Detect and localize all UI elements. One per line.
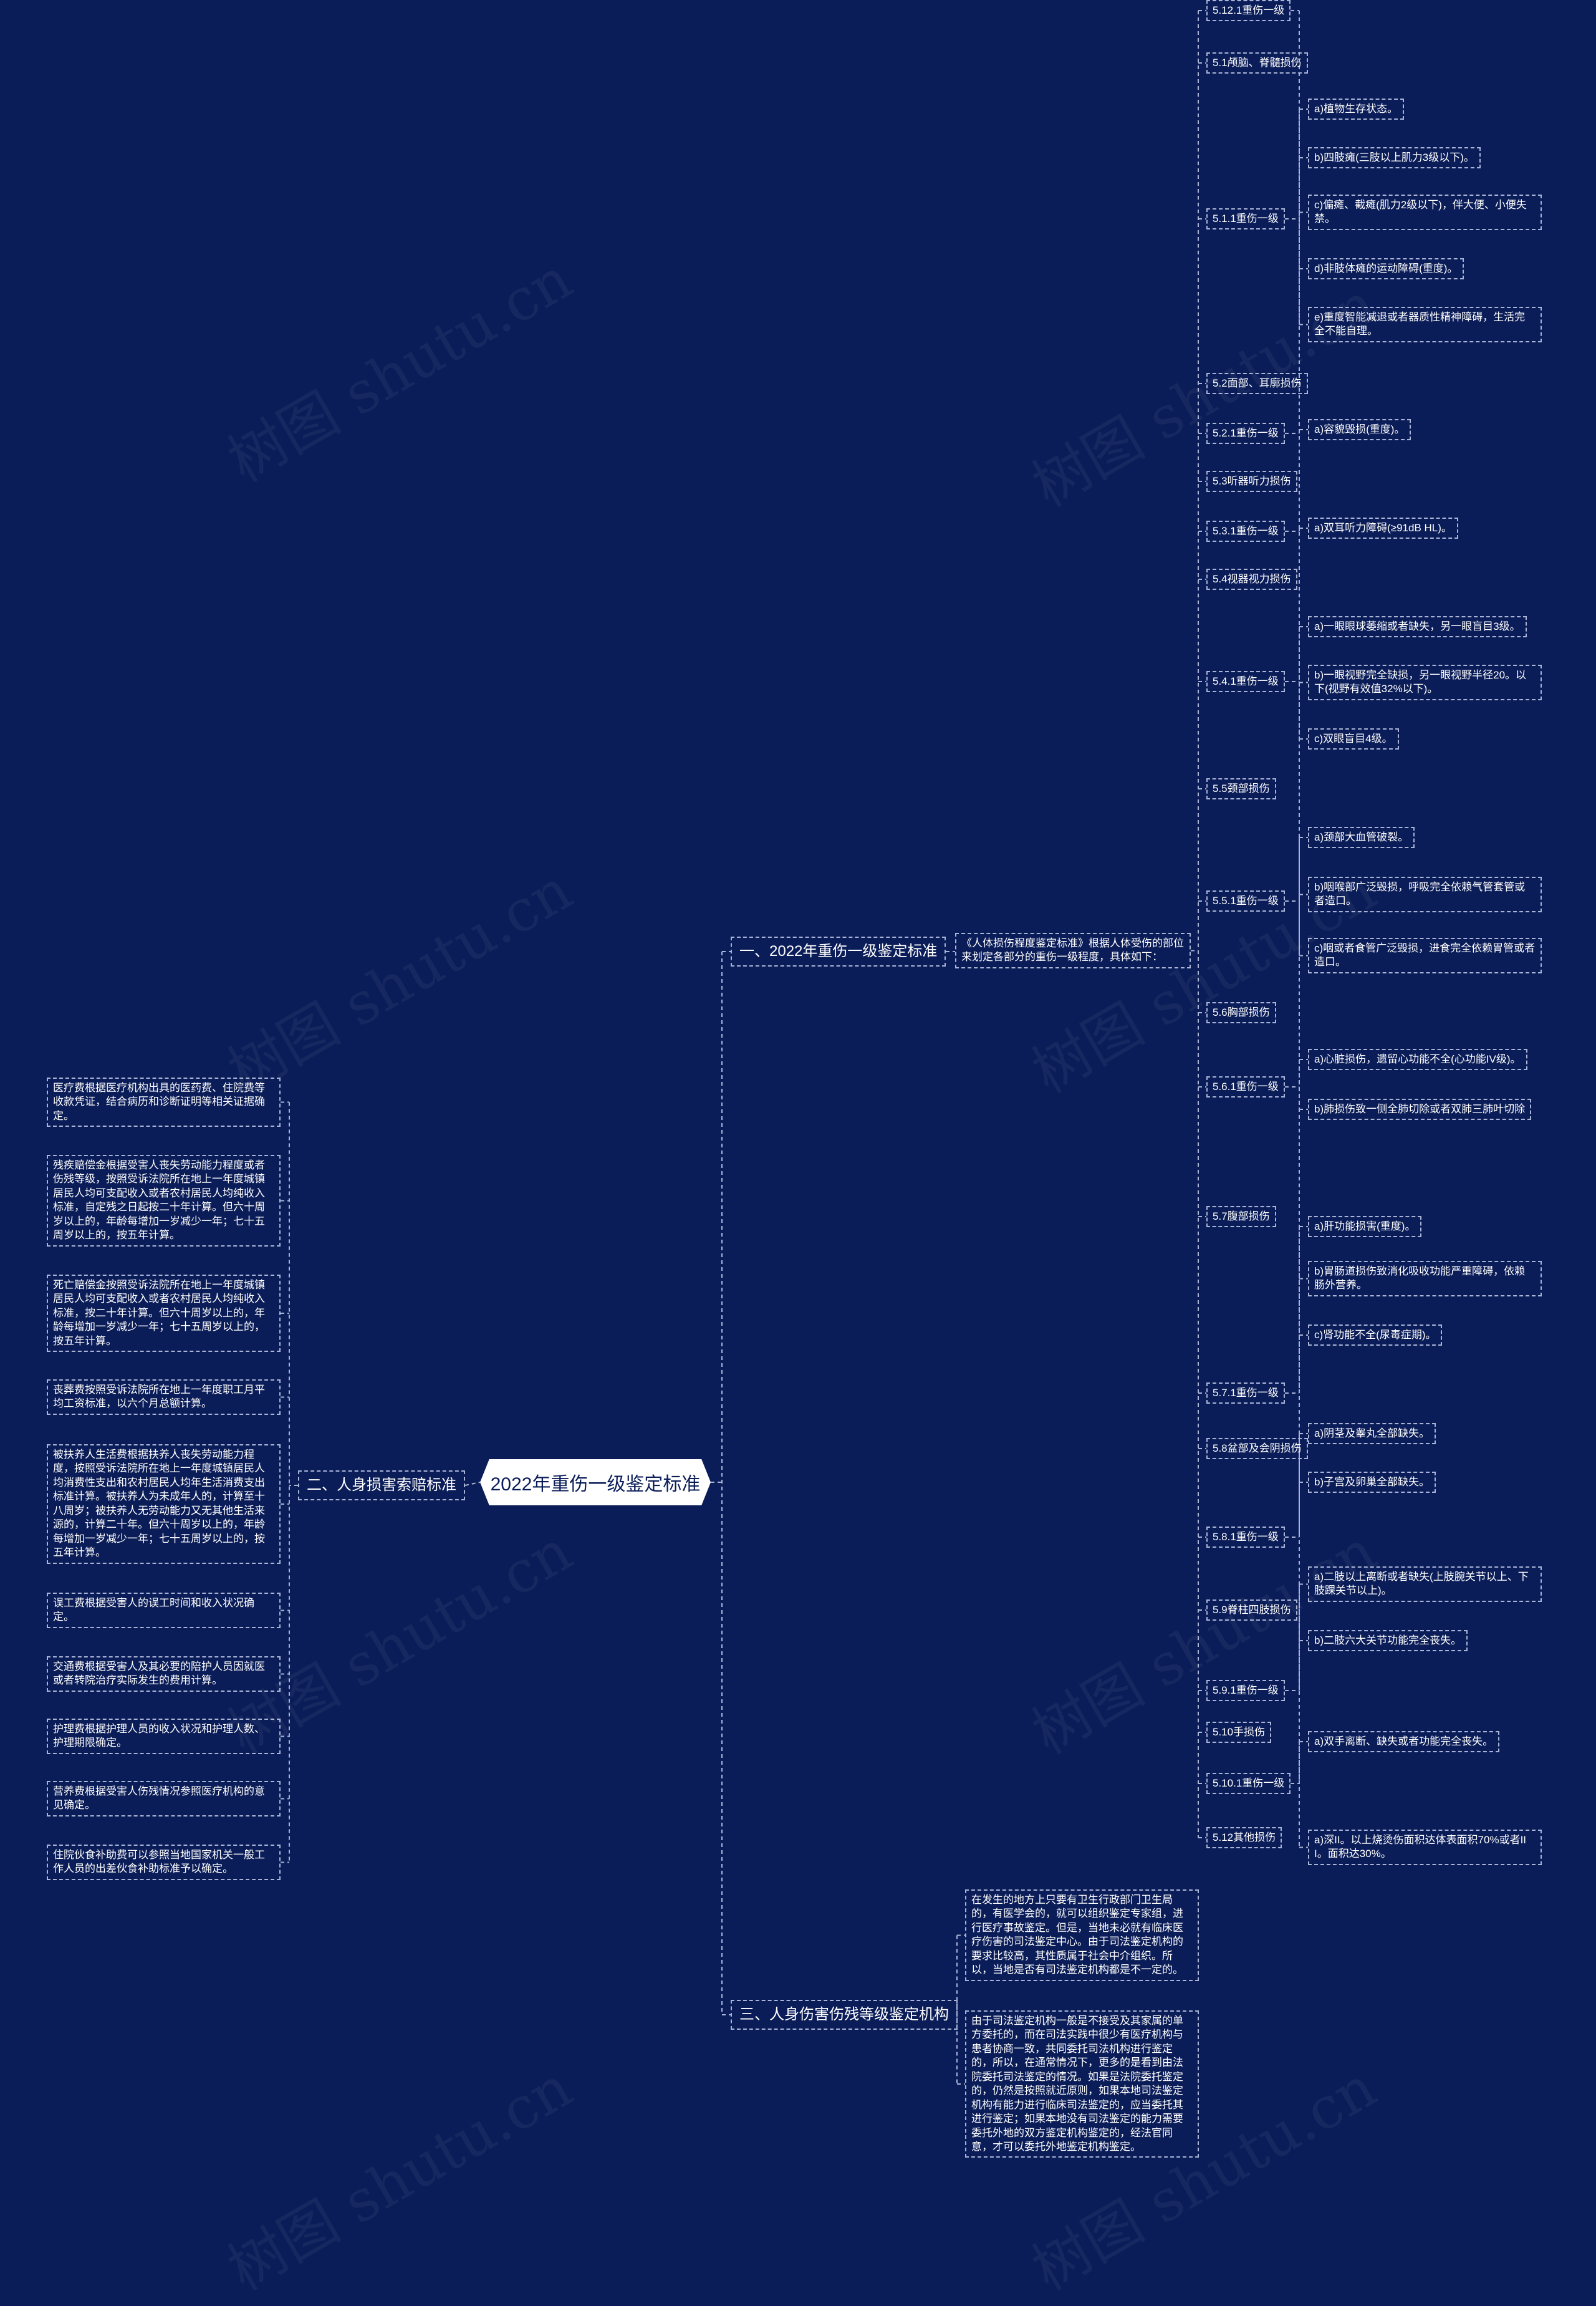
section-heading[interactable]: 5.3听器听力损伤 xyxy=(1206,471,1297,493)
criterion-item[interactable]: d)非肢体瘫的运动障碍(重度)。 xyxy=(1308,258,1464,280)
criterion-item[interactable]: b)胃肠道损伤致消化吸收功能严重障碍，依赖肠外营养。 xyxy=(1308,1261,1542,1296)
branch-1-node[interactable]: 一、2022年重伤一级鉴定标准 xyxy=(731,937,946,967)
section-subgroup[interactable]: 5.12.1重伤一级 xyxy=(1206,0,1291,22)
claim-standard-item[interactable]: 误工费根据受害人的误工时间和收入状况确定。 xyxy=(47,1593,281,1628)
claim-standard-item[interactable]: 住院伙食补助费可以参照当地国家机关一般工作人员的出差伙食补助标准予以确定。 xyxy=(47,1845,281,1880)
section-heading[interactable]: 5.10手损伤 xyxy=(1206,1722,1272,1744)
section-heading[interactable]: 5.5颈部损伤 xyxy=(1206,778,1276,800)
section-subgroup[interactable]: 5.8.1重伤一级 xyxy=(1206,1527,1285,1548)
section-heading[interactable]: 5.8盆部及会阴损伤 xyxy=(1206,1438,1308,1460)
section-subgroup[interactable]: 5.2.1重伤一级 xyxy=(1206,423,1285,445)
branch-1-intro: 《人体损伤程度鉴定标准》根据人体受伤的部位来划定各部分的重伤一级程度，具体如下： xyxy=(955,933,1191,968)
criterion-item[interactable]: a)阴茎及睾丸全部缺失。 xyxy=(1308,1423,1436,1445)
branch-2-node[interactable]: 二、人身损害索赔标准 xyxy=(298,1470,465,1500)
section-subgroup[interactable]: 5.6.1重伤一级 xyxy=(1206,1076,1285,1098)
criterion-item[interactable]: b)二肢六大关节功能完全丧失。 xyxy=(1308,1630,1468,1652)
criterion-item[interactable]: a)双耳听力障碍(≥91dB HL)。 xyxy=(1308,518,1458,539)
criterion-item[interactable]: a)容貌毁损(重度)。 xyxy=(1308,419,1411,441)
criterion-item[interactable]: a)心脏损伤，遗留心功能不全(心功能IV级)。 xyxy=(1308,1049,1527,1071)
claim-standard-item[interactable]: 营养费根据受害人伤残情况参照医疗机构的意见确定。 xyxy=(47,1781,281,1816)
appraisal-agency-item[interactable]: 由于司法鉴定机构一般是不接受及其家属的单方委托的，而在司法实践中很少有医疗机构与… xyxy=(965,2010,1199,2158)
section-subgroup[interactable]: 5.4.1重伤一级 xyxy=(1206,671,1285,693)
section-heading[interactable]: 5.4视器视力损伤 xyxy=(1206,569,1297,591)
claim-standard-item[interactable]: 丧葬费按照受诉法院所在地上一年度职工月平均工资标准，以六个月总额计算。 xyxy=(47,1379,281,1415)
criterion-item[interactable]: b)肺损伤致一侧全肺切除或者双肺三肺叶切除 xyxy=(1308,1099,1532,1121)
claim-standard-item[interactable]: 死亡赔偿金按照受诉法院所在地上一年度城镇居民人均可支配收入或者农村居民人均纯收入… xyxy=(47,1275,281,1353)
section-heading[interactable]: 5.1颅脑、脊髓损伤 xyxy=(1206,52,1308,74)
criterion-item[interactable]: b)咽喉部广泛毁损，呼吸完全依赖气管套管或者造口。 xyxy=(1308,877,1542,912)
section-subgroup[interactable]: 5.10.1重伤一级 xyxy=(1206,1773,1291,1795)
section-heading[interactable]: 5.12其他损伤 xyxy=(1206,1827,1282,1849)
branch-3-node[interactable]: 三、人身伤害伤残等级鉴定机构 xyxy=(731,2000,958,2030)
criterion-item[interactable]: b)四肢瘫(三肢以上肌力3级以下)。 xyxy=(1308,147,1481,169)
criterion-item[interactable]: a)肝功能损害(重度)。 xyxy=(1308,1216,1422,1238)
claim-standard-item[interactable]: 护理费根据护理人员的收入状况和护理人数、护理期限确定。 xyxy=(47,1719,281,1754)
criterion-item[interactable]: c)双眼盲目4级。 xyxy=(1308,728,1399,750)
connector xyxy=(464,1482,481,1486)
mind-map: 2022年重伤一级鉴定标准 一、2022年重伤一级鉴定标准 二、人身损害索赔标准… xyxy=(47,0,1542,2304)
criterion-item[interactable]: a)一眼眼球萎缩或者缺失，另一眼盲目3级。 xyxy=(1308,616,1527,638)
root-node[interactable]: 2022年重伤一级鉴定标准 xyxy=(480,1459,711,1505)
criterion-item[interactable]: c)偏瘫、截瘫(肌力2级以下)，伴大便、小便失禁。 xyxy=(1308,195,1542,230)
criterion-item[interactable]: e)重度智能减退或者器质性精神障碍，生活完全不能自理。 xyxy=(1308,307,1542,342)
section-subgroup[interactable]: 5.5.1重伤一级 xyxy=(1206,890,1285,912)
section-heading[interactable]: 5.9脊柱四肢损伤 xyxy=(1206,1599,1297,1621)
claim-standard-item[interactable]: 残疾赔偿金根据受害人丧失劳动能力程度或者伤残等级，按照受诉法院所在地上一年度城镇… xyxy=(47,1155,281,1247)
criterion-item[interactable]: c)咽或者食管广泛毁损，进食完全依赖胃管或者造口。 xyxy=(1308,938,1542,973)
section-heading[interactable]: 5.6胸部损伤 xyxy=(1206,1002,1276,1024)
connector-lines xyxy=(281,10,1308,2085)
criterion-item[interactable]: a)深II。以上烧烫伤面积达体表面积70%或者III。面积达30%。 xyxy=(1308,1830,1542,1865)
claim-standard-item[interactable]: 交通费根据受害人及其必要的陪护人员因就医或者转院治疗实际发生的费用计算。 xyxy=(47,1656,281,1692)
section-subgroup[interactable]: 5.1.1重伤一级 xyxy=(1206,208,1285,230)
criterion-item[interactable]: c)肾功能不全(尿毒症期)。 xyxy=(1308,1324,1443,1346)
appraisal-agency-item[interactable]: 在发生的地方上只要有卫生行政部门卫生局的，有医学会的，就可以组织鉴定专家组，进行… xyxy=(965,1889,1199,1981)
criterion-item[interactable]: a)植物生存状态。 xyxy=(1308,99,1405,120)
criterion-item[interactable]: a)双手离断、缺失或者功能完全丧失。 xyxy=(1308,1731,1500,1753)
criterion-item[interactable]: a)二肢以上离断或者缺失(上肢腕关节以上、下肢踝关节以上)。 xyxy=(1308,1566,1542,1602)
section-subgroup[interactable]: 5.7.1重伤一级 xyxy=(1206,1382,1285,1404)
claim-standard-item[interactable]: 被扶养人生活费根据扶养人丧失劳动能力程度，按照受诉法院所在地上一年度城镇居民人均… xyxy=(47,1444,281,1564)
section-subgroup[interactable]: 5.9.1重伤一级 xyxy=(1206,1680,1285,1702)
criterion-item[interactable]: a)颈部大血管破裂。 xyxy=(1308,827,1415,849)
section-heading[interactable]: 5.2面部、耳廓损伤 xyxy=(1206,373,1308,395)
criterion-item[interactable]: b)一眼视野完全缺损，另一眼视野半径20。以下(视野有效值32%以下)。 xyxy=(1308,665,1542,700)
section-heading[interactable]: 5.7腹部损伤 xyxy=(1206,1206,1276,1228)
section-subgroup[interactable]: 5.3.1重伤一级 xyxy=(1206,521,1285,543)
criterion-item[interactable]: b)子宫及卵巢全部缺失。 xyxy=(1308,1472,1436,1493)
claim-standard-item[interactable]: 医疗费根据医疗机构出具的医药费、住院费等收款凭证，结合病历和诊断证明等相关证据确… xyxy=(47,1078,281,1127)
